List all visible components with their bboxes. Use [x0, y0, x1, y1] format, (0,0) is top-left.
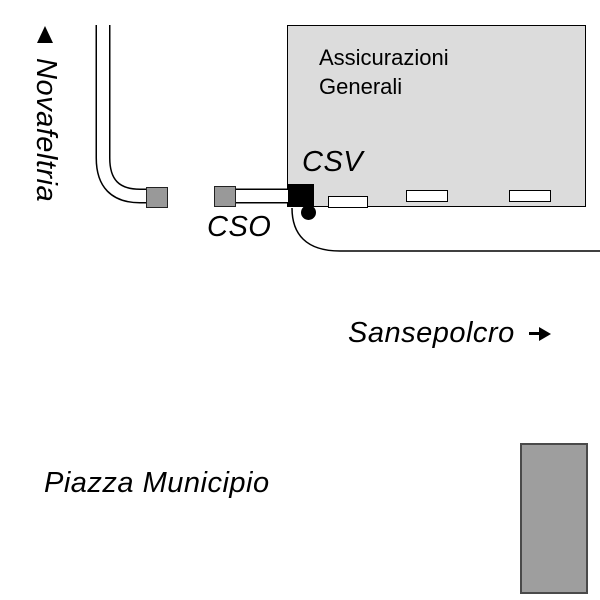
csv-location-dot-icon: [301, 205, 316, 220]
building-name-line1: Assicurazioni: [319, 45, 449, 70]
gate-marker-east: [214, 186, 236, 207]
building-door-2: [406, 190, 448, 202]
assicurazioni-generali-building: Assicurazioni Generali: [287, 25, 586, 207]
road-novafeltria: [95, 25, 152, 204]
building-door-3: [509, 190, 551, 202]
label-sansepolcro: Sansepolcro: [348, 317, 551, 350]
label-csv: CSV: [302, 146, 364, 178]
building-name-line2: Generali: [319, 74, 403, 100]
sansepolcro-text: Sansepolcro: [348, 317, 515, 349]
building-name-label: Assicurazioni Generali: [319, 43, 449, 101]
street-curb-line: [291, 207, 600, 252]
southeast-building-block: [520, 443, 588, 594]
label-piazza-municipio: Piazza Municipio: [44, 467, 270, 499]
building-door-1: [328, 196, 368, 208]
label-cso: CSO: [207, 211, 272, 243]
right-arrow-icon: [528, 326, 551, 341]
gate-marker-west: [146, 187, 168, 208]
label-novafeltria: Novafeltria: [30, 58, 62, 203]
up-arrow-icon: [37, 26, 53, 43]
csv-entrance-marker: [288, 184, 314, 206]
